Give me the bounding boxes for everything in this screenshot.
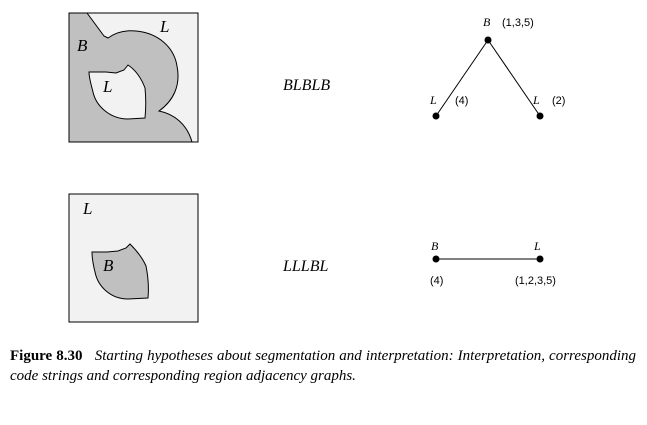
graph-row1: B (1,3,5) L (4) L (2)	[429, 15, 565, 120]
graph-row1-node-top-label: B	[483, 15, 491, 29]
graph-row1-node-right-label: L	[532, 93, 540, 107]
graph-row1-node-left-regions: (4)	[455, 95, 468, 107]
figure-number: Figure 8.30	[10, 348, 83, 364]
figure-caption: Figure 8.30 Starting hypotheses about se…	[10, 346, 636, 386]
graph-row2: B (4) L (1,2,3,5)	[430, 239, 556, 287]
image-row2-label-b: B	[103, 256, 114, 275]
graph-row1-edge-right	[487, 39, 541, 117]
image-row2: L B	[68, 193, 199, 323]
graph-row2-node-right-label: L	[533, 239, 541, 253]
image-row1-label-l-inner: L	[102, 77, 112, 96]
graph-row2-node-right-regions: (1,2,3,5)	[515, 275, 556, 287]
graph-row2-node-left	[432, 255, 440, 263]
graph-row1-node-left-label: L	[429, 93, 437, 107]
graph-row1-node-top-regions: (1,3,5)	[502, 17, 534, 29]
graph-row1-edge-left	[435, 39, 489, 117]
graph-row1-node-right-regions: (2)	[552, 95, 565, 107]
image-row1-inner-light-region	[88, 64, 147, 120]
graph-row2-node-left-label: B	[431, 239, 439, 253]
graph-row2-node-right	[536, 255, 544, 263]
image-row2-label-l: L	[82, 199, 92, 218]
image-row1-label-l-outer: L	[159, 17, 169, 36]
graph-row1-node-left	[432, 112, 440, 120]
graph-row1-node-top	[484, 36, 492, 44]
image-row1-label-b: B	[77, 36, 88, 55]
figure-caption-text: Starting hypotheses about segmentation a…	[10, 348, 637, 384]
graph-row2-node-left-regions: (4)	[430, 275, 443, 287]
code-string-row2: LLLBL	[282, 258, 328, 275]
image-row2-dark-region	[91, 243, 149, 300]
code-string-row1: BLBLB	[283, 77, 330, 94]
graph-row1-node-right	[536, 112, 544, 120]
image-row1: B L L	[68, 12, 199, 143]
